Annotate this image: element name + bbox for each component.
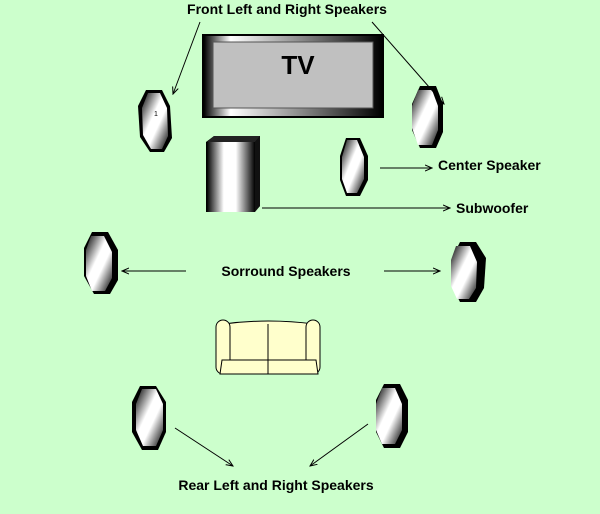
- center-speaker-label: Center Speaker: [438, 157, 541, 173]
- rear-left-arrow: [174, 427, 233, 466]
- subwoofer-label: Subwoofer: [456, 200, 529, 216]
- rear-right-speaker: [376, 384, 408, 448]
- front-left-arrow: [173, 21, 201, 94]
- center-speaker: [340, 138, 368, 196]
- tv: TV: [202, 34, 384, 118]
- front-right-arrow: [371, 21, 444, 104]
- front-right-speaker: [412, 86, 443, 148]
- rear-speakers-label: Rear Left and Right Speakers: [178, 477, 373, 493]
- rear-left-speaker: [132, 386, 166, 450]
- tv-screen: [212, 41, 374, 109]
- surround-left-speaker: [84, 232, 118, 294]
- subwoofer: [206, 136, 260, 212]
- rear-right-arrow: [310, 423, 369, 466]
- speaker-marker: 1: [154, 111, 158, 118]
- tv-label: TV: [281, 50, 315, 80]
- front-speakers-label: Front Left and Right Speakers: [187, 1, 387, 17]
- front-left-speaker: 1: [138, 90, 172, 152]
- surround-right-speaker: [451, 242, 486, 302]
- surround-speakers-label: Sorround Speakers: [221, 263, 350, 279]
- sofa: [215, 319, 321, 375]
